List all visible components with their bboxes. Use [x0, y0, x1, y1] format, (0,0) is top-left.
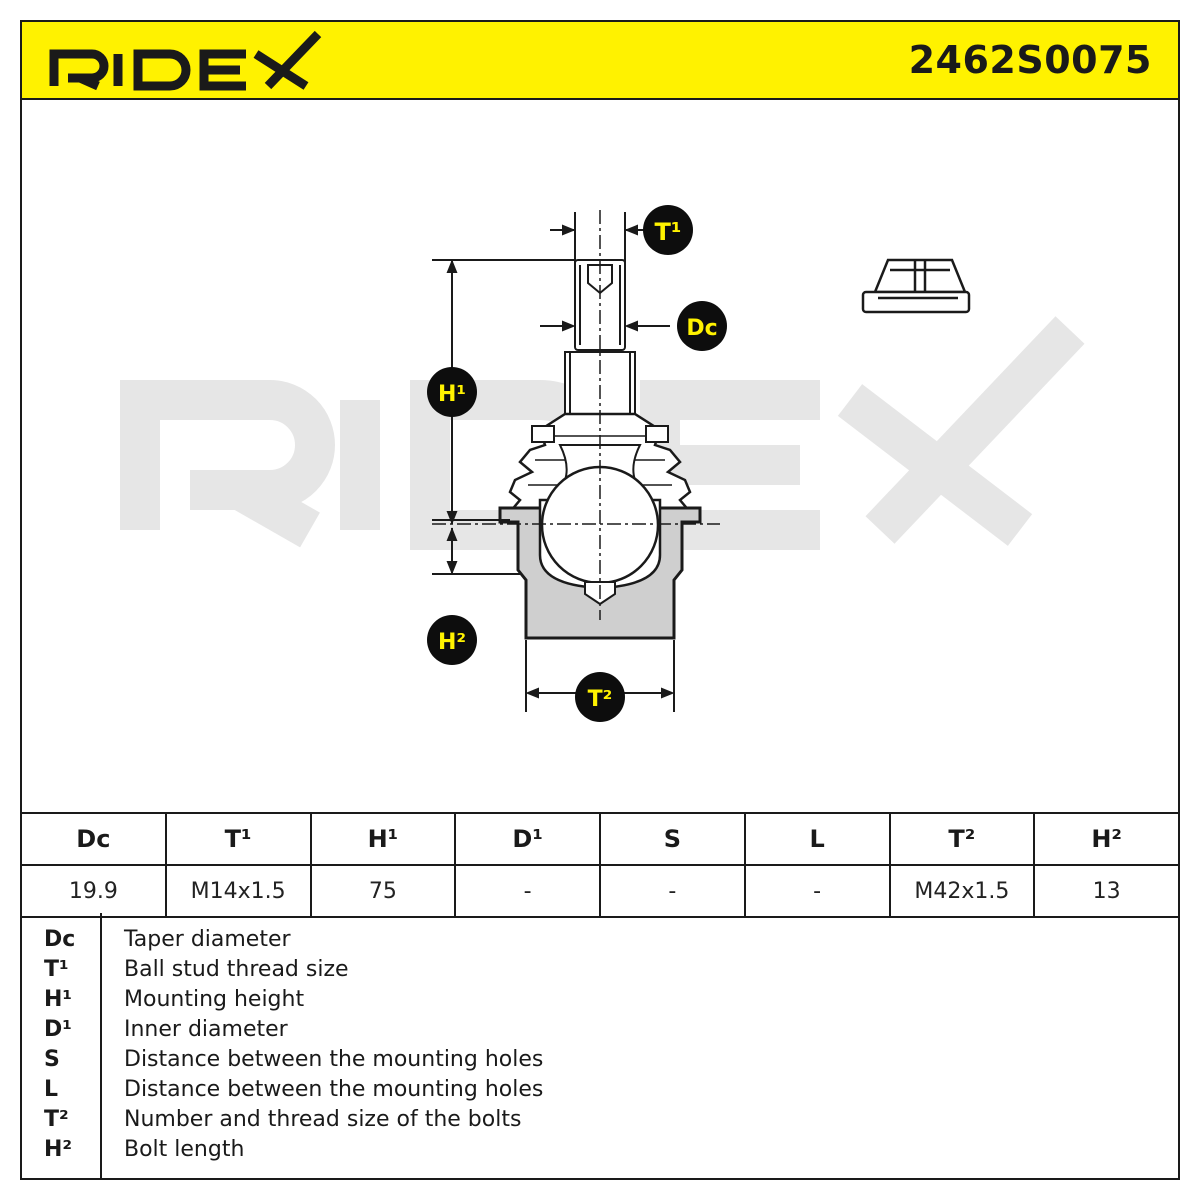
part-number: 2462S0075	[908, 38, 1152, 82]
specs-header-cell: L	[743, 812, 891, 866]
legend-desc: Inner diameter	[124, 1017, 288, 1042]
legend-desc: Number and thread size of the bolts	[124, 1107, 522, 1132]
specs-header-cell: S	[599, 812, 746, 866]
legend-item: Dc Taper diameter	[20, 927, 1180, 957]
badge-h1: H¹	[427, 367, 477, 417]
legend-key: T²	[44, 1107, 69, 1132]
specs-value-cell: M14x1.5	[164, 864, 312, 918]
specs-value-cell: 13	[1033, 864, 1180, 918]
specs-header-row: Dc T¹ H¹ D¹ S L T² H²	[20, 812, 1180, 866]
legend: Dc Taper diameter T¹ Ball stud thread si…	[20, 913, 1180, 1180]
badge-t2-label: T²	[588, 687, 613, 712]
legend-key: S	[44, 1047, 60, 1072]
specs-value-cell: -	[599, 864, 746, 918]
legend-item: S Distance between the mounting holes	[20, 1047, 1180, 1077]
legend-divider	[100, 913, 102, 1180]
legend-key: L	[44, 1077, 59, 1102]
technical-drawing: T¹ Dc H¹ H² T²	[20, 100, 1180, 812]
specs-value-cell: 19.9	[20, 864, 167, 918]
badge-h2-label: H²	[438, 630, 466, 655]
specs-header-cell: H¹	[309, 812, 457, 866]
specs-value-cell: -	[454, 864, 601, 918]
specs-header-cell: T¹	[164, 812, 312, 866]
legend-item: T² Number and thread size of the bolts	[20, 1107, 1180, 1137]
legend-key: D¹	[44, 1017, 72, 1042]
hex-nut-icon	[861, 258, 971, 314]
badge-t1-label: T¹	[655, 218, 682, 246]
specs-value-cell: -	[743, 864, 891, 918]
badge-h1-label: H¹	[438, 382, 466, 407]
header-bar: 2462S0075	[20, 20, 1180, 100]
legend-desc: Distance between the mounting holes	[124, 1047, 544, 1072]
specs-header-cell: T²	[888, 812, 1036, 866]
brand-logo	[46, 28, 326, 98]
legend-item: H¹ Mounting height	[20, 987, 1180, 1017]
badge-h2: H²	[427, 615, 477, 665]
legend-desc: Mounting height	[124, 987, 305, 1012]
legend-key: H¹	[44, 987, 73, 1012]
specs-value-cell: M42x1.5	[888, 864, 1036, 918]
legend-desc: Ball stud thread size	[124, 957, 349, 982]
legend-desc: Taper diameter	[124, 927, 291, 952]
badge-dc-label: Dc	[686, 316, 717, 341]
badge-dc: Dc	[677, 301, 727, 351]
legend-item: D¹ Inner diameter	[20, 1017, 1180, 1047]
specs-header-cell: D¹	[454, 812, 601, 866]
legend-item: L Distance between the mounting holes	[20, 1077, 1180, 1107]
legend-key: Dc	[44, 927, 76, 952]
specs-header-cell: H²	[1033, 812, 1180, 866]
legend-desc: Bolt length	[124, 1137, 245, 1162]
specs-value-row: 19.9 M14x1.5 75 - - - M42x1.5 13	[20, 864, 1180, 918]
legend-desc: Distance between the mounting holes	[124, 1077, 544, 1102]
specs-header-cell: Dc	[20, 812, 167, 866]
specs-value-cell: 75	[309, 864, 457, 918]
badge-t2: T²	[575, 672, 625, 722]
specs-table: Dc T¹ H¹ D¹ S L T² H² 19.9 M14x1.5 75 - …	[20, 812, 1180, 918]
legend-key: H²	[44, 1137, 73, 1162]
legend-item: H² Bolt length	[20, 1137, 1180, 1167]
badge-t1: T¹	[643, 205, 693, 255]
legend-item: T¹ Ball stud thread size	[20, 957, 1180, 987]
legend-key: T¹	[44, 957, 69, 982]
